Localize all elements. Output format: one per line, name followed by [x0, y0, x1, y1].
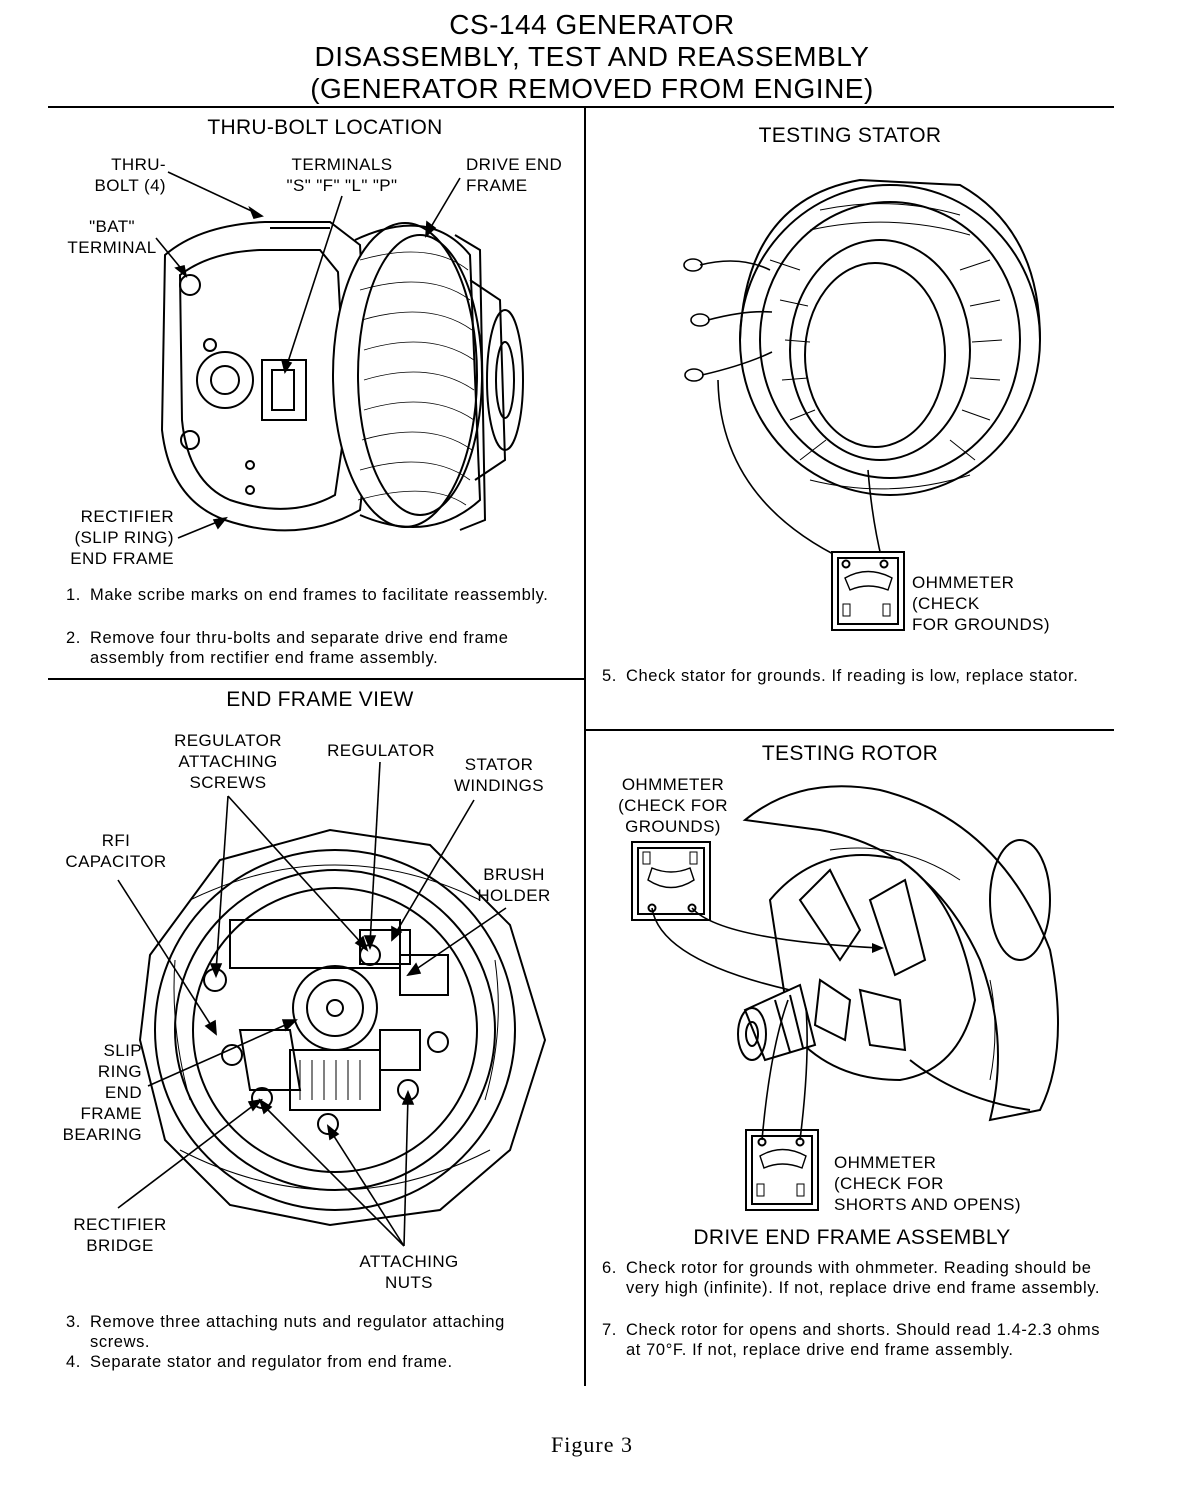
brush-holder-label-1: BRUSH — [483, 865, 545, 884]
attaching-nuts-label-2: NUTS — [385, 1273, 433, 1292]
step-number: 3. — [66, 1313, 81, 1331]
rotor-ohmmeter-shorts-label-1: OHMMETER — [834, 1153, 937, 1172]
bat-terminal-label-2: TERMINAL — [67, 238, 157, 257]
step-text: Remove four thru-bolts and separate driv… — [90, 629, 509, 667]
step-7: 7. Check rotor for opens and shorts. Shou… — [602, 1320, 1107, 1360]
step-1: 1. Make scribe marks on end frames to fac… — [66, 585, 571, 605]
title-divider — [48, 106, 1114, 108]
stator-ohmmeter-label-1: OHMMETER — [912, 573, 1015, 592]
rotor-ohmmeter-grounds-label-3: GROUNDS) — [625, 817, 721, 836]
step-text: Make scribe marks on end frames to facil… — [90, 586, 549, 604]
stator-ohmmeter-label-2: (CHECK — [912, 594, 980, 613]
regulator-screws-label-1: REGULATOR — [174, 731, 282, 750]
thru-bolt-label-1: THRU- — [111, 155, 166, 174]
rectifier-end-frame-label-1: RECTIFIER — [80, 507, 174, 526]
thru-bolt-label-2: BOLT (4) — [94, 176, 166, 195]
rectifier-bridge-label-1: RECTIFIER — [73, 1215, 167, 1234]
rectifier-end-frame-label-2: (SLIP RING) — [74, 528, 174, 547]
rfi-capacitor-label-2: CAPACITOR — [65, 852, 167, 871]
right-section-divider — [586, 729, 1114, 731]
step-text: Check rotor for grounds with ohmmeter. R… — [626, 1259, 1101, 1297]
step-text: Check rotor for opens and shorts. Should… — [626, 1321, 1101, 1359]
terminals-label-1: TERMINALS — [291, 155, 393, 174]
step-number: 5. — [602, 667, 617, 685]
attaching-nuts-label-1: ATTACHING — [359, 1252, 459, 1271]
rotor-ohmmeter-shorts-label-2: (CHECK FOR — [834, 1174, 944, 1193]
drive-end-frame-assembly-heading: DRIVE END FRAME ASSEMBLY — [693, 1226, 1011, 1249]
rectifier-bridge-label-2: BRIDGE — [86, 1236, 154, 1255]
step-6: 6. Check rotor for grounds with ohmmeter.… — [602, 1258, 1107, 1298]
step-3: 3. Remove three attaching nuts and regula… — [66, 1312, 571, 1352]
slip-ring-label-3: END — [104, 1083, 142, 1102]
step-number: 7. — [602, 1321, 617, 1339]
page-title-line3: (GENERATOR REMOVED FROM ENGINE) — [310, 73, 874, 104]
rotor-ohmmeter-grounds-label-1: OHMMETER — [621, 775, 725, 794]
rfi-capacitor-label-1: RFI — [101, 831, 131, 850]
column-divider — [584, 108, 586, 1386]
left-section-divider — [48, 678, 584, 680]
rotor-ohmmeter-grounds-label-2: (CHECK FOR — [618, 796, 728, 815]
step-number: 4. — [66, 1353, 81, 1371]
step-text: Check stator for grounds. If reading is … — [626, 667, 1079, 685]
step-number: 6. — [602, 1259, 617, 1277]
end-frame-heading: END FRAME VIEW — [226, 688, 414, 711]
slip-ring-label-5: BEARING — [62, 1125, 142, 1144]
thru-bolt-heading: THRU-BOLT LOCATION — [207, 116, 443, 139]
regulator-screws-label-3: SCREWS — [189, 773, 267, 792]
terminals-label-2: "S" "F" "L" "P" — [286, 176, 398, 195]
step-5: 5. Check stator for grounds. If reading i… — [602, 666, 1102, 686]
step-number: 1. — [66, 586, 81, 604]
brush-holder-label-2: HOLDER — [477, 886, 551, 905]
regulator-label: REGULATOR — [327, 741, 435, 760]
drive-end-frame-label-1: DRIVE END — [466, 155, 563, 174]
rectifier-end-frame-label-3: END FRAME — [70, 549, 174, 568]
stator-heading: TESTING STATOR — [758, 124, 942, 147]
regulator-screws-label-2: ATTACHING — [178, 752, 278, 771]
figure-caption: Figure 3 — [551, 1432, 633, 1457]
step-text: Separate stator and regulator from end f… — [90, 1353, 453, 1371]
stator-ohmmeter-label-3: FOR GROUNDS) — [912, 615, 1050, 634]
step-2: 2. Remove four thru-bolts and separate dr… — [66, 628, 571, 668]
slip-ring-label-2: RING — [97, 1062, 142, 1081]
stator-windings-label-1: STATOR — [464, 755, 534, 774]
slip-ring-label-4: FRAME — [80, 1104, 142, 1123]
slip-ring-label-1: SLIP — [103, 1041, 142, 1060]
page-title-line1: CS-144 GENERATOR — [449, 9, 735, 40]
rotor-heading: TESTING ROTOR — [761, 742, 939, 765]
step-4: 4. Separate stator and regulator from end… — [66, 1352, 571, 1372]
step-number: 2. — [66, 629, 81, 647]
bat-terminal-label-1: "BAT" — [89, 217, 135, 236]
drive-end-frame-label-2: FRAME — [466, 176, 528, 195]
rotor-ohmmeter-shorts-label-3: SHORTS AND OPENS) — [834, 1195, 1021, 1214]
stator-windings-label-2: WINDINGS — [453, 776, 545, 795]
step-text: Remove three attaching nuts and regulato… — [90, 1313, 505, 1351]
page-title-line2: DISASSEMBLY, TEST AND REASSEMBLY — [314, 41, 870, 72]
